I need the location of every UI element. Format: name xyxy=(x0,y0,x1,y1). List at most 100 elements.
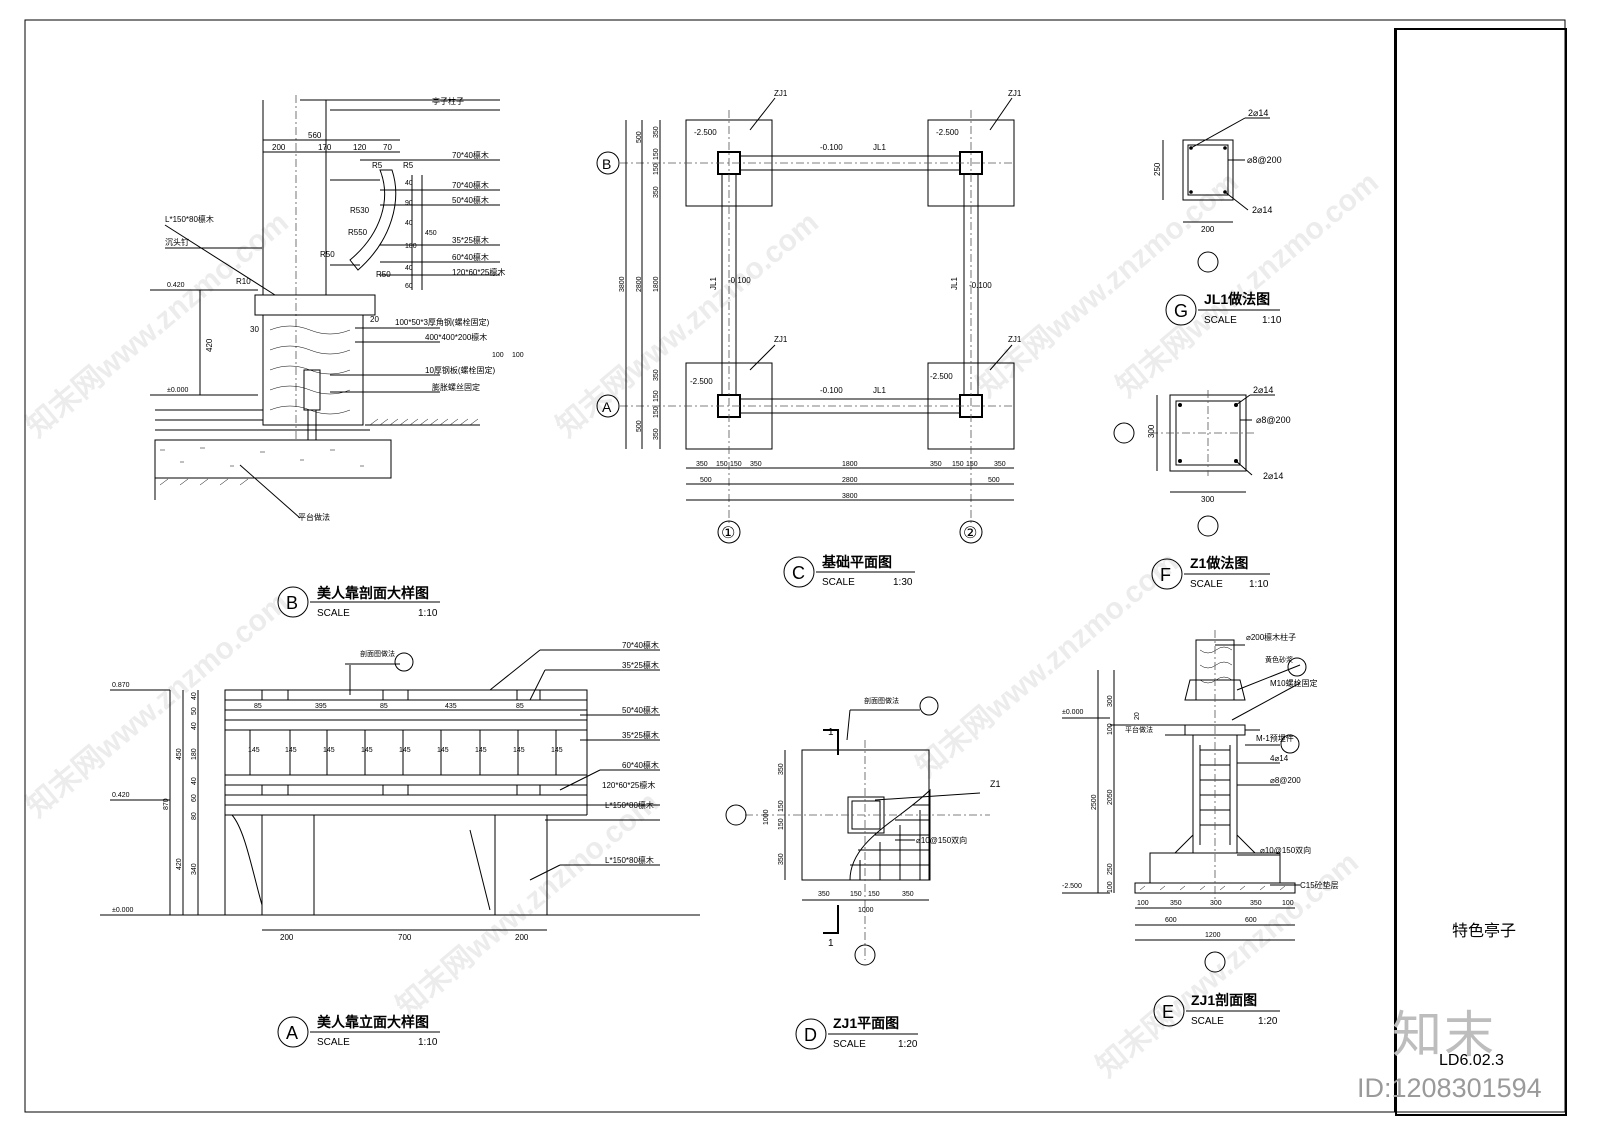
label: 4⌀14 xyxy=(1270,754,1289,763)
dim: 100 xyxy=(1107,881,1114,893)
dim: 350 xyxy=(653,186,660,198)
elevation-a-drawing xyxy=(100,649,700,931)
label: 400*400*200檩木 xyxy=(425,332,487,342)
project-name: 特色亭子 xyxy=(1452,923,1517,940)
dim: 150 xyxy=(966,461,978,468)
label: M-1预埋件 xyxy=(1256,733,1294,743)
label: ZJ1 xyxy=(774,335,788,344)
level: -2.500 xyxy=(930,372,953,381)
label: ⌀8@200 xyxy=(1256,415,1291,425)
dim: 180 xyxy=(191,748,198,760)
dim: 100 xyxy=(492,352,504,359)
dim: 3800 xyxy=(619,276,626,292)
dim: 170 xyxy=(318,143,332,152)
dim: R5 xyxy=(372,161,383,170)
view-mark: C xyxy=(792,563,805,583)
level: -2.500 xyxy=(1062,883,1082,890)
scale-value: 1:10 xyxy=(1249,579,1269,590)
view-g-title: G JL1做法图 SCALE 1:10 xyxy=(1165,291,1282,326)
view-title: JL1做法图 xyxy=(1204,291,1270,307)
label: ⌀10@150双向 xyxy=(1260,845,1311,855)
dim: 350 xyxy=(778,853,785,865)
dim: 180 xyxy=(405,243,417,250)
image-id: ID:1208301594 xyxy=(1357,1073,1542,1103)
label: 2⌀14 xyxy=(1252,205,1272,215)
grid-bubble xyxy=(596,394,620,418)
dim: 1800 xyxy=(842,461,858,468)
dim: 1000 xyxy=(858,907,874,914)
dim: R50 xyxy=(320,250,335,259)
dim: 150 xyxy=(653,406,660,418)
dim: 150 xyxy=(653,148,660,160)
dim: 700 xyxy=(398,933,412,942)
dim: 2800 xyxy=(636,276,643,292)
label: 黄色砂浆 xyxy=(1265,655,1293,664)
detail-g-labels: 2⌀14 ⌀8@200 2⌀14 250 200 xyxy=(1153,108,1282,234)
dim: 1200 xyxy=(1205,932,1221,939)
label: ZJ1 xyxy=(1008,89,1022,98)
dim: 40 xyxy=(191,692,198,700)
dim: 500 xyxy=(700,477,712,484)
label: 100*50*3厚角钢(螺栓固定) xyxy=(395,317,490,327)
scale-label: SCALE xyxy=(317,608,350,619)
dim: 90 xyxy=(405,200,413,207)
scale-value: 1:10 xyxy=(418,1037,438,1048)
dim: 300 xyxy=(1210,900,1222,907)
dim: 350 xyxy=(653,126,660,138)
view-title: 美人靠剖面大样图 xyxy=(317,585,429,601)
grid-label: ② xyxy=(963,525,977,542)
scale-value: 1:10 xyxy=(418,608,438,619)
label: 35*25檩木 xyxy=(622,730,659,740)
label: 35*25檩木 xyxy=(452,235,489,245)
label: 120*60*25檩木 xyxy=(602,780,655,790)
level: -0.100 xyxy=(820,386,843,395)
dim: R5 xyxy=(403,161,414,170)
dim: 350 xyxy=(930,461,942,468)
detail-g-drawing xyxy=(1162,117,1270,273)
label: 70*40檩木 xyxy=(622,640,659,650)
label: 60*40檩木 xyxy=(622,760,659,770)
dim: 600 xyxy=(1165,917,1177,924)
label: 沉头钉 xyxy=(165,237,189,247)
dim: 250 xyxy=(1107,863,1114,875)
dim: 70 xyxy=(383,143,392,152)
dim: 350 xyxy=(1170,900,1182,907)
dim: 145 xyxy=(551,747,563,754)
scale-label: SCALE xyxy=(1190,579,1223,590)
label: 60*40檩木 xyxy=(452,252,489,262)
view-title: ZJ1平面图 xyxy=(833,1015,899,1031)
dim: 3800 xyxy=(842,493,858,500)
drawing-number: LD6.02.3 xyxy=(1439,1052,1504,1069)
scale-label: SCALE xyxy=(822,577,855,588)
scale-label: SCALE xyxy=(833,1039,866,1050)
label: ZJ1 xyxy=(774,89,788,98)
label: 1 xyxy=(828,938,834,949)
dim: 350 xyxy=(750,461,762,468)
view-c-title: C 基础平面图 SCALE 1:30 xyxy=(783,554,915,588)
plan-d-drawing xyxy=(725,696,990,966)
level: ±0.000 xyxy=(1062,709,1083,716)
dim: 145 xyxy=(399,747,411,754)
dim: 350 xyxy=(902,891,914,898)
dim: 450 xyxy=(176,748,183,760)
dim: 40 xyxy=(191,722,198,730)
scale-value: 1:20 xyxy=(898,1039,918,1050)
label: ⌀8@200 xyxy=(1247,155,1282,165)
watermark-logo: 知末 xyxy=(1392,1006,1496,1064)
dim: 150 xyxy=(653,163,660,175)
label: L*150*80檩木 xyxy=(605,855,654,865)
dim: 2800 xyxy=(842,477,858,484)
level: -0.100 xyxy=(728,276,751,285)
title-block xyxy=(1395,28,1567,1116)
view-mark: E xyxy=(1162,1002,1174,1022)
plan-d-labels: 剖面图做法 Z1 ⌀10@150双向 1 1 350 150 150 350 1… xyxy=(763,696,1001,949)
label: L*150*80檩木 xyxy=(165,214,214,224)
view-mark: A xyxy=(286,1023,298,1043)
view-a-title: A 美人靠立面大样图 SCALE 1:10 xyxy=(277,1014,440,1048)
level: -2.500 xyxy=(694,128,717,137)
dim: 200 xyxy=(515,933,529,942)
label: M10螺栓固定 xyxy=(1270,678,1318,688)
label: 35*25檩木 xyxy=(622,660,659,670)
label: 平台做法 xyxy=(298,512,330,522)
